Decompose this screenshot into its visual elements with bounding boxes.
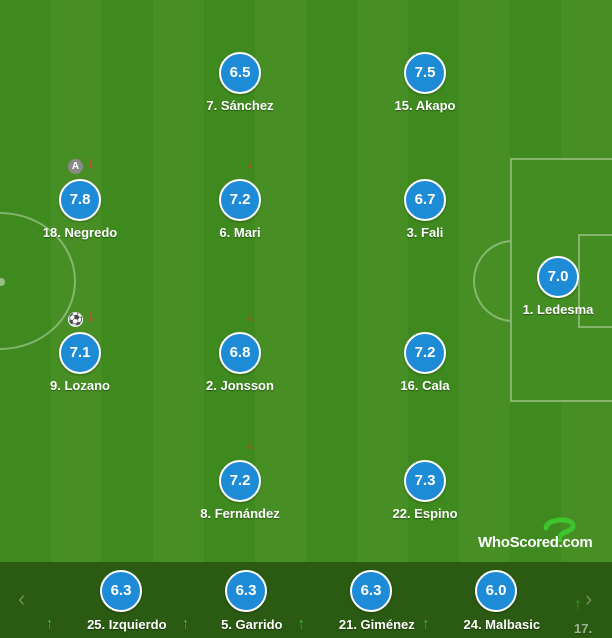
player-name: 1. Ledesma bbox=[522, 302, 594, 317]
player-name: 7. Sánchez bbox=[206, 98, 274, 113]
logo-text: WhoScored.com bbox=[478, 534, 593, 551]
player-fernandez[interactable]: ↓ 7.2 8. Fernández bbox=[180, 437, 300, 522]
nav-prev-icon[interactable]: ‹ bbox=[18, 586, 26, 611]
sub-off-icon: ↓ bbox=[246, 308, 254, 325]
rating-badge: 7.8 bbox=[59, 179, 101, 221]
sub-on-icon: ↑ bbox=[297, 616, 306, 633]
player-name-text: 5. Garrido bbox=[221, 617, 283, 632]
player-espino[interactable]: 7.3 22. Espino bbox=[365, 460, 485, 521]
rating-badge: 7.2 bbox=[219, 179, 261, 221]
six-yard-box bbox=[578, 234, 612, 328]
rating-badge: 7.1 bbox=[59, 332, 101, 374]
rating-badge: 7.5 bbox=[404, 52, 446, 94]
rating-badge: 6.3 bbox=[100, 570, 142, 612]
rating-badge: 6.5 bbox=[219, 52, 261, 94]
whoscored-logo: WhoScored.com bbox=[478, 516, 608, 556]
pitch: 6.5 7. Sánchez 7.5 15. Akapo A ↓ 7.8 18.… bbox=[0, 0, 612, 562]
rating-badge: 7.3 bbox=[404, 460, 446, 502]
sub-off-icon: ↓ bbox=[246, 436, 254, 453]
player-name: 15. Akapo bbox=[394, 98, 456, 113]
center-spot bbox=[0, 278, 5, 286]
rating-badge: 6.0 bbox=[475, 570, 517, 612]
player-mari[interactable]: ↓ 7.2 6. Mari bbox=[180, 156, 300, 240]
bench-player-partial[interactable]: ↑ 17. bbox=[574, 596, 612, 638]
substitutes-bar: ‹ › 6.3 ↑ 25. Izquierdo 6.3 ↑ 5. Garrido… bbox=[0, 562, 612, 638]
bench-player-malbasic[interactable]: 6.0 ↑ 24. Malbasic bbox=[422, 570, 566, 634]
player-jonsson[interactable]: ↓ 6.8 2. Jonsson bbox=[180, 309, 300, 394]
player-name: 16. Cala bbox=[400, 378, 450, 393]
captain-icon: A bbox=[68, 159, 83, 174]
player-name: 3. Fali bbox=[406, 225, 444, 240]
bench-player-izquierdo[interactable]: 6.3 ↑ 25. Izquierdo bbox=[45, 570, 191, 634]
logo-mark-icon bbox=[543, 517, 576, 542]
player-name: ↑ 25. Izquierdo bbox=[45, 616, 191, 634]
sub-on-icon: ↑ bbox=[181, 616, 190, 633]
player-name-text: 25. Izquierdo bbox=[87, 617, 167, 632]
rating-badge: 7.2 bbox=[404, 332, 446, 374]
player-name: 6. Mari bbox=[219, 225, 261, 240]
rating-badge: 6.3 bbox=[225, 570, 267, 612]
player-name-text: 21. Giménez bbox=[338, 617, 415, 632]
nav-next-icon[interactable]: › bbox=[585, 586, 593, 611]
sub-on-icon: ↑ bbox=[421, 616, 430, 633]
player-negredo[interactable]: A ↓ 7.8 18. Negredo bbox=[20, 156, 140, 241]
player-name: ↑ 5. Garrido bbox=[176, 616, 316, 634]
rating-badge: 6.7 bbox=[404, 179, 446, 221]
player-name: 17. bbox=[574, 621, 593, 636]
rating-badge: 7.0 bbox=[537, 256, 579, 298]
rating-badge: 7.2 bbox=[219, 460, 261, 502]
player-name-text: 24. Malbasic bbox=[463, 617, 541, 632]
player-name: 22. Espino bbox=[392, 506, 458, 521]
sub-off-icon: ↓ bbox=[246, 155, 254, 172]
player-name: ↑ 24. Malbasic bbox=[422, 616, 566, 634]
bench-player-gimenez[interactable]: 6.3 ↑ 21. Giménez bbox=[297, 570, 441, 634]
rating-badge: 6.3 bbox=[350, 570, 392, 612]
player-fali[interactable]: 6.7 3. Fali bbox=[365, 179, 485, 240]
player-akapo[interactable]: 7.5 15. Akapo bbox=[365, 52, 485, 113]
player-name: ↑ 21. Giménez bbox=[297, 616, 441, 634]
sub-on-icon: ↑ bbox=[574, 596, 582, 613]
sub-off-icon: ↓ bbox=[87, 308, 95, 325]
player-lozano[interactable]: ⚽ ↓ 7.1 9. Lozano bbox=[20, 309, 140, 394]
goal-icon: ⚽ bbox=[68, 312, 83, 327]
rating-badge: 6.8 bbox=[219, 332, 261, 374]
player-name: 2. Jonsson bbox=[206, 378, 274, 393]
player-name: 18. Negredo bbox=[42, 225, 118, 240]
player-sanchez[interactable]: 6.5 7. Sánchez bbox=[180, 52, 300, 113]
sub-on-icon: ↑ bbox=[45, 616, 54, 633]
bench-player-garrido[interactable]: 6.3 ↑ 5. Garrido bbox=[176, 570, 316, 634]
player-cala[interactable]: 7.2 16. Cala bbox=[365, 332, 485, 393]
player-name: 9. Lozano bbox=[50, 378, 110, 393]
player-ledesma[interactable]: 7.0 1. Ledesma bbox=[498, 256, 612, 317]
player-name: 8. Fernández bbox=[200, 506, 280, 521]
sub-off-icon: ↓ bbox=[87, 155, 95, 172]
